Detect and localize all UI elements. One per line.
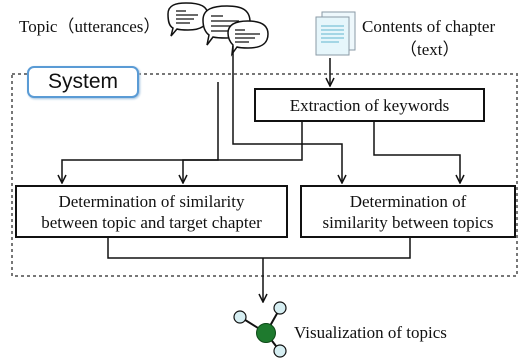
system-label: System	[27, 66, 139, 98]
input-contents-label: Contents of chapter	[362, 17, 496, 36]
similarity-topics-line2: similarity between topics	[322, 212, 494, 232]
similarity-topic-chapter-line1: Determination of similarity	[58, 191, 245, 211]
network-graph-icon	[233, 301, 287, 358]
extraction-box: Extraction of keywords	[254, 88, 485, 122]
similarity-topic-chapter-box: Determination of similarity between topi…	[15, 185, 288, 238]
output-label: Visualization of topics	[294, 323, 447, 342]
similarity-topics-line1: Determination of	[349, 191, 467, 211]
similarity-topics-box: Determination of similarity between topi…	[300, 185, 516, 238]
system-boundary	[11, 73, 518, 277]
similarity-topic-chapter-line2: between topic and target chapter	[41, 212, 262, 232]
input-contents-sub-label: （text）	[400, 40, 460, 59]
speech-bubbles-icon	[167, 2, 269, 57]
extraction-label: Extraction of keywords	[289, 95, 450, 115]
documents-icon	[315, 11, 356, 56]
input-topic-label: Topic（utterances）	[19, 17, 161, 36]
